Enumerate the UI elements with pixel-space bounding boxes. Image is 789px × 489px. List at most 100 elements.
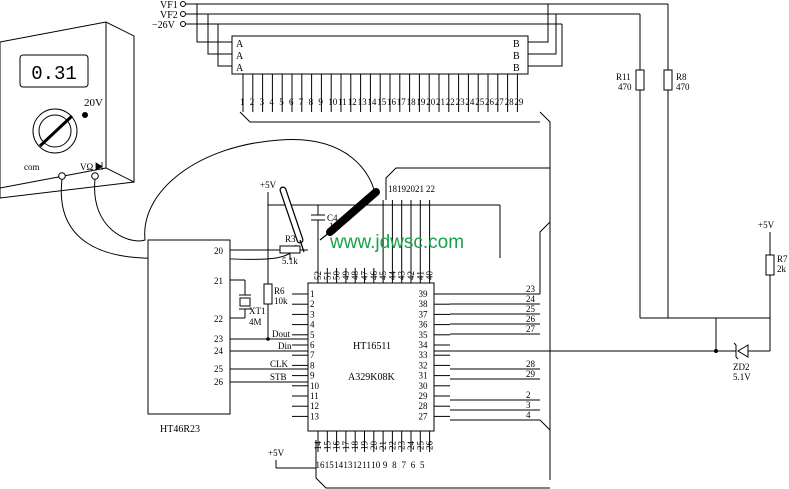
vfd-pin-label: 5 bbox=[279, 97, 284, 107]
com-jack[interactable] bbox=[58, 172, 66, 180]
driver-pin-right: 32 bbox=[419, 360, 428, 370]
probe-red bbox=[319, 188, 380, 241]
resistor-r6: R6 10k bbox=[263, 205, 288, 341]
driver-pin-right: 33 bbox=[419, 350, 429, 360]
driver-pin-top: 46 bbox=[369, 271, 379, 281]
vfd-pin-label: 14 bbox=[367, 97, 377, 107]
vfd-pin-label: 22 bbox=[446, 97, 455, 107]
svg-text:R6: R6 bbox=[274, 286, 285, 296]
svg-text:XT1: XT1 bbox=[249, 306, 266, 316]
driver-pin-bottom: 16 bbox=[332, 441, 342, 451]
svg-text:20: 20 bbox=[214, 246, 224, 256]
bottom-bus-label: 7 bbox=[401, 460, 406, 470]
vfd-pin-label: 10 bbox=[328, 97, 338, 107]
driver-pin-left: 12 bbox=[310, 401, 319, 411]
svg-text:A: A bbox=[236, 51, 244, 62]
probe-lead-red bbox=[94, 139, 375, 242]
svg-text:ZD2: ZD2 bbox=[733, 362, 750, 372]
driver-pin-bottom: 24 bbox=[406, 441, 416, 451]
svg-text:B: B bbox=[513, 63, 520, 74]
vfd-pin-label: 2 bbox=[250, 97, 255, 107]
svg-text:5.1V: 5.1V bbox=[733, 372, 751, 382]
vfd-pin-label: 23 bbox=[456, 97, 466, 107]
driver-pin-right: 28 bbox=[419, 401, 429, 411]
meter-display bbox=[19, 54, 89, 88]
bottom-bus-label: 11 bbox=[362, 460, 371, 470]
svg-text:C4: C4 bbox=[327, 213, 338, 223]
svg-text:24: 24 bbox=[214, 346, 224, 356]
vfd-pin-label: 21 bbox=[436, 97, 445, 107]
driver-pin-bottom: 22 bbox=[387, 441, 397, 450]
multimeter: 0.31 20V com VΩ bbox=[0, 21, 135, 199]
driver-pin-right: 38 bbox=[419, 299, 429, 309]
svg-text:470: 470 bbox=[676, 82, 690, 92]
driver-pin-top: 44 bbox=[387, 271, 397, 281]
driver-pin-bottom: 17 bbox=[341, 441, 351, 451]
driver-pin-right: 30 bbox=[419, 381, 429, 391]
vfd-pin-label: 8 bbox=[309, 97, 314, 107]
driver-pin-bottom: 19 bbox=[360, 441, 370, 451]
svg-text:22: 22 bbox=[214, 314, 223, 324]
svg-text:26: 26 bbox=[214, 377, 224, 387]
driver-pin-left: 3 bbox=[310, 309, 315, 319]
driver-pin-left: 11 bbox=[310, 391, 319, 401]
svg-text:R3: R3 bbox=[285, 234, 296, 244]
driver-pin-right: 36 bbox=[419, 320, 429, 330]
grid-bus-label: 23 bbox=[526, 284, 536, 294]
driver-pin-top: 45 bbox=[378, 271, 388, 281]
driver-pin-right: 39 bbox=[419, 289, 429, 299]
vfd-pin-label: 24 bbox=[465, 97, 475, 107]
vfd-pin-label: 29 bbox=[514, 97, 524, 107]
svg-text:+5V: +5V bbox=[260, 180, 277, 190]
svg-text:B: B bbox=[513, 39, 520, 50]
com-label: com bbox=[24, 162, 40, 172]
svg-text:20: 20 bbox=[406, 184, 416, 194]
vfd-pin-label: 27 bbox=[495, 97, 505, 107]
driver-pin-right: 29 bbox=[419, 391, 429, 401]
resistor-r3: R3 5.1k bbox=[279, 234, 301, 266]
grid-bus-label: 25 bbox=[526, 304, 536, 314]
vfd-pin-label: 12 bbox=[348, 97, 357, 107]
diode-symbol-icon bbox=[95, 162, 103, 171]
bottom-bus-label: 14 bbox=[334, 460, 344, 470]
bottom-bus-label: 6 bbox=[411, 460, 416, 470]
vf2-label: VF2 bbox=[160, 10, 178, 21]
vfd-pin-label: 28 bbox=[505, 97, 514, 107]
driver-label: HT16511 bbox=[353, 341, 391, 352]
driver-pin-bottom: 20 bbox=[369, 441, 379, 451]
driver-pin-bottom: 23 bbox=[397, 441, 407, 451]
vf1-label: VF1 bbox=[160, 0, 178, 11]
meter-reading: 0.31 bbox=[31, 63, 77, 85]
supply-lines: VF1 VF2 −26V bbox=[152, 0, 668, 67]
driver-pin-left: 9 bbox=[310, 371, 315, 381]
vfd-pin-label: 4 bbox=[269, 97, 274, 107]
svg-text:22: 22 bbox=[426, 184, 435, 194]
v-ohm-jack[interactable] bbox=[91, 172, 99, 180]
driver-pin-right: 27 bbox=[419, 411, 429, 421]
vfd-pin-label: 1 bbox=[240, 97, 245, 107]
svg-text:B: B bbox=[513, 51, 520, 62]
grid-bus-label: 3 bbox=[526, 400, 531, 410]
driver-pin-top: 49 bbox=[341, 271, 351, 281]
driver-pin-bottom: 21 bbox=[378, 441, 388, 450]
vfd-output-bus bbox=[239, 111, 551, 480]
driver-pin-bottom: 18 bbox=[350, 441, 360, 451]
driver-pin-right: 31 bbox=[419, 371, 428, 381]
driver-pin-left: 10 bbox=[310, 381, 320, 391]
svg-text:+5V: +5V bbox=[268, 448, 285, 458]
svg-text:+5V: +5V bbox=[758, 220, 775, 230]
driver-pin-left: 4 bbox=[310, 320, 315, 330]
dout-label: Dout bbox=[272, 329, 290, 339]
svg-text:R8: R8 bbox=[676, 72, 687, 82]
grid-bus-label: 27 bbox=[526, 324, 536, 334]
driver-pin-top: 40 bbox=[425, 271, 435, 281]
v-ohm-label: VΩ bbox=[80, 162, 93, 172]
driver-pin-right: 37 bbox=[419, 309, 429, 319]
vcc-rail-bottom: +5V bbox=[268, 440, 317, 469]
vfd-pin-label: 20 bbox=[426, 97, 436, 107]
bottom-bus-label: 13 bbox=[343, 460, 353, 470]
driver-pin-bottom: 25 bbox=[415, 441, 425, 451]
svg-text:4M: 4M bbox=[249, 317, 262, 327]
